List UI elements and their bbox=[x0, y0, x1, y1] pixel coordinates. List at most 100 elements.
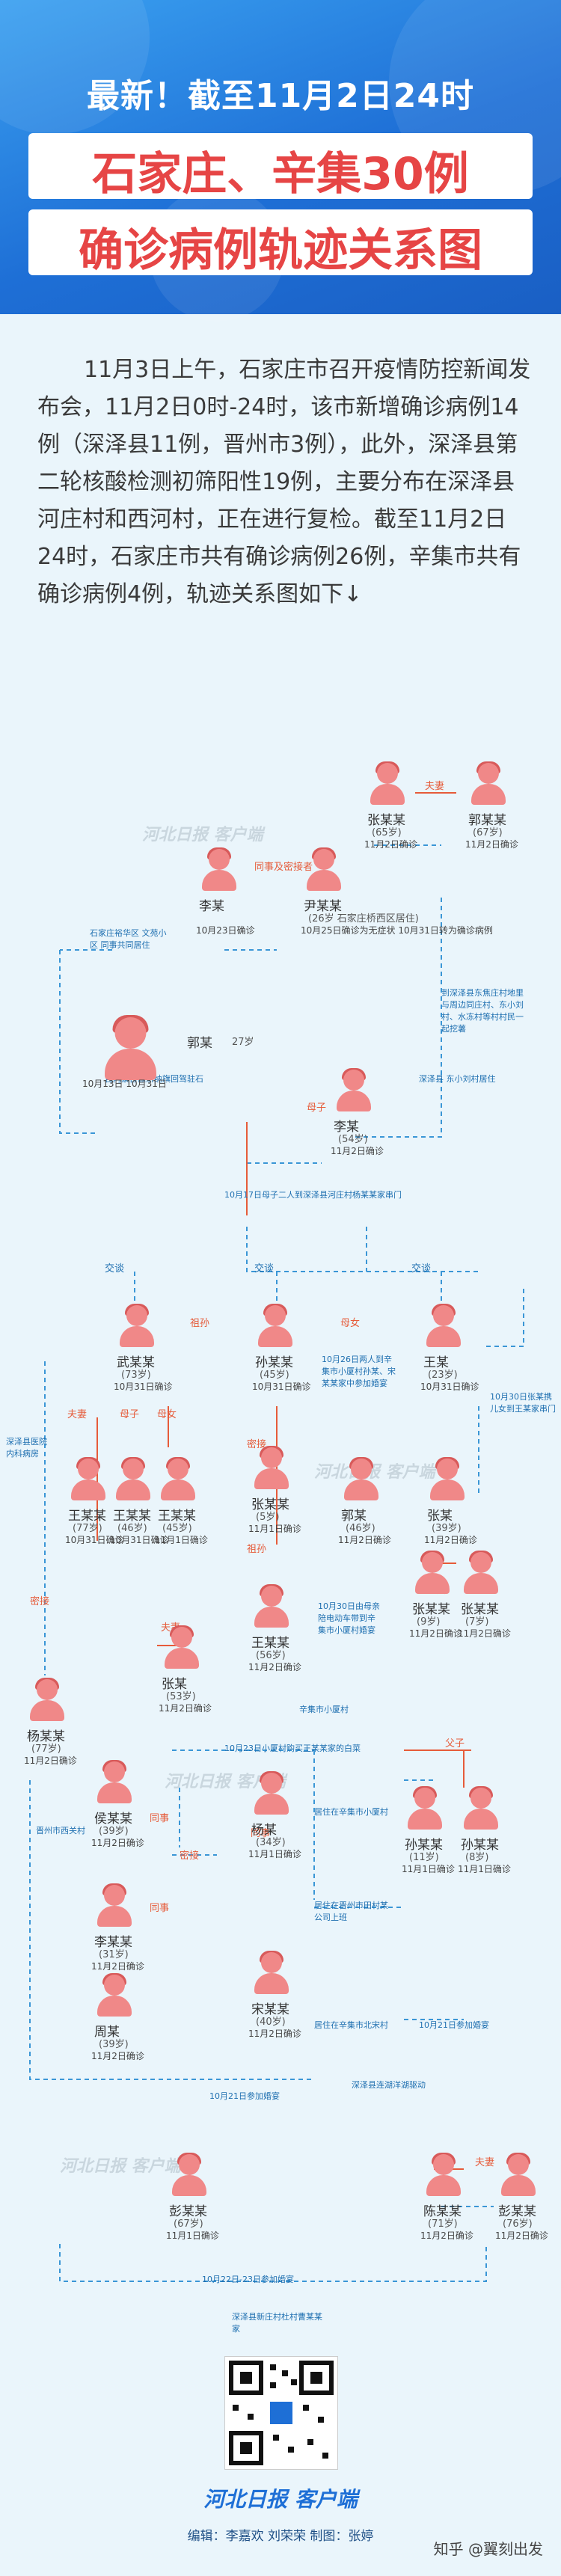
person-icon bbox=[30, 1678, 64, 1721]
header-kicker: 最新！截至11月2日24时 bbox=[86, 77, 475, 115]
relation-contact-1: 交谈 bbox=[105, 1263, 125, 1275]
person-diagnosis-date: 10月13日 10月31日 bbox=[82, 1079, 167, 1089]
title-band-1 bbox=[28, 133, 533, 199]
person-name: 侯某某 bbox=[94, 1812, 132, 1827]
person-diagnosis-date: 11月2日确诊 bbox=[248, 1662, 301, 1672]
person-name: 李某 bbox=[199, 899, 224, 914]
header-banner: 最新！截至11月2日24时 石家庄、辛集30例 确诊病例轨迹关系图 bbox=[0, 0, 561, 322]
person-name: 杨某 bbox=[251, 1823, 277, 1838]
person-icon bbox=[344, 1457, 378, 1500]
relation-mother-son-2: 母子 bbox=[120, 1409, 140, 1420]
person-age: (76岁) bbox=[503, 2218, 533, 2230]
person-name: 王某某 bbox=[251, 1636, 289, 1651]
person-age: (39岁) bbox=[99, 1826, 129, 1837]
person-age: (5岁) bbox=[256, 1512, 280, 1523]
person-icon bbox=[105, 1015, 156, 1080]
relation-coworker-1: 同事 bbox=[150, 1813, 170, 1824]
person-age: (7岁) bbox=[465, 1616, 489, 1628]
person-age: (40岁) bbox=[256, 2017, 286, 2028]
person-diagnosis-date: 11月1日确诊 bbox=[248, 1849, 301, 1859]
person-icon bbox=[471, 761, 506, 805]
note-oct21a: 10月21日参加婚宴 bbox=[419, 2020, 489, 2030]
person-diagnosis-date: 11月1日确诊 bbox=[155, 1535, 208, 1545]
person-age: (53岁) bbox=[166, 1691, 196, 1702]
note-oct17: 10月17日母子二人到深泽县河庄村杨某某家串门 bbox=[224, 1190, 402, 1200]
person-diagnosis-date: 11月2日确诊 bbox=[338, 1535, 391, 1545]
relation-grandma: 祖孙 bbox=[190, 1318, 210, 1329]
relation-mother-daughter-2: 母女 bbox=[157, 1409, 177, 1420]
footer-brand: 河北日报 客户端 bbox=[203, 2487, 358, 2512]
relation-mother-son: 母子 bbox=[307, 1103, 327, 1114]
person-name: 张某 bbox=[427, 1509, 453, 1524]
note-gongzuo: 居住在晋州市田村某公司上班 bbox=[314, 1901, 388, 1922]
person-icon bbox=[254, 1771, 289, 1815]
watermark-1: 河北日报 客户端 bbox=[142, 826, 263, 844]
person-icon bbox=[370, 761, 405, 805]
person-icon bbox=[97, 1760, 132, 1803]
person-icon bbox=[172, 2153, 206, 2196]
person-icon bbox=[116, 1457, 150, 1500]
person-name: 张某某 bbox=[412, 1602, 450, 1617]
person-diagnosis-date: 11月2日确诊 bbox=[495, 2230, 548, 2241]
person-diagnosis-date: 10月31日确诊 bbox=[110, 1535, 169, 1545]
person-name: 李某 bbox=[334, 1120, 359, 1135]
person-name: 张某 bbox=[162, 1677, 187, 1692]
person-name: 陈某某 bbox=[423, 2204, 462, 2219]
relation-mother-daughter: 母女 bbox=[340, 1318, 361, 1329]
person-age: (39岁) bbox=[432, 1523, 462, 1534]
person-age: (56岁) bbox=[256, 1650, 286, 1661]
watermark-4: 河北日报 客户端 bbox=[60, 2157, 181, 2176]
person-age: (23岁) bbox=[428, 1370, 458, 1381]
person-icon bbox=[97, 1973, 132, 2017]
person-diagnosis-date: 11月2日确诊 bbox=[364, 839, 417, 850]
person-diagnosis-date: 11月2日确诊 bbox=[458, 1628, 511, 1639]
person-diagnosis-date: 11月2日确诊 bbox=[248, 2028, 301, 2039]
person-icon bbox=[464, 1786, 498, 1830]
person-icon bbox=[254, 1446, 289, 1489]
relation-contact-2: 交谈 bbox=[254, 1263, 275, 1275]
watermark-2: 河北日报 客户端 bbox=[314, 1463, 435, 1482]
relation-father-son: 父子 bbox=[445, 1738, 465, 1749]
person-diagnosis-date: 11月2日确诊 bbox=[91, 2051, 144, 2061]
person-name: 张某某 bbox=[461, 1602, 499, 1617]
person-age: (45岁) bbox=[162, 1523, 192, 1534]
person-name: 张某某 bbox=[367, 813, 405, 828]
intro-paragraph: 11月3日上午，石家庄市召开疫情防控新闻发布会，11月2日0时-24时，该市新增… bbox=[37, 357, 531, 607]
person-age: (67岁) bbox=[473, 827, 503, 838]
person-diagnosis-date: 11月1日确诊 bbox=[166, 2230, 219, 2241]
person-name: 王某某 bbox=[113, 1509, 151, 1524]
person-diagnosis-date: 11月2日确诊 bbox=[409, 1628, 462, 1639]
person-diagnosis-date: 10月23日确诊 bbox=[196, 925, 255, 936]
person-icon bbox=[464, 1551, 498, 1594]
person-name: 孙某某 bbox=[461, 1838, 499, 1853]
person-age: (9岁) bbox=[417, 1616, 441, 1628]
person-name: 杨某某 bbox=[27, 1729, 65, 1744]
person-age: (31岁) bbox=[99, 1949, 129, 1960]
person-age: (71岁) bbox=[428, 2218, 458, 2230]
note-bei: 居住在辛集市北宋村 bbox=[314, 2020, 388, 2030]
person-name: 郭某 bbox=[187, 1036, 212, 1051]
relation-coworker-2: 同事 bbox=[150, 1903, 170, 1914]
relation-close-2: 密接 bbox=[30, 1596, 50, 1607]
note-oct21b: 10月21日参加婚宴 bbox=[209, 2091, 280, 2101]
person-age: (8岁) bbox=[465, 1852, 489, 1863]
title-line-1: 石家庄、辛集30例 bbox=[92, 148, 469, 200]
relation-close-1: 密接 bbox=[247, 1439, 267, 1450]
person-name: 王某 bbox=[423, 1355, 449, 1370]
person-icon bbox=[258, 1304, 292, 1347]
qr-code-image bbox=[229, 2361, 334, 2465]
qr-code[interactable] bbox=[224, 2356, 338, 2470]
person-name: 王某某 bbox=[158, 1509, 196, 1524]
note-hezhuang: 到深泽县东焦庄村地里与周边同庄村、东小刘村、水冻村等村村民一起挖薯 bbox=[441, 988, 524, 1034]
person-icon bbox=[120, 1304, 154, 1347]
person-age: (46岁) bbox=[117, 1523, 147, 1534]
person-diagnosis-date: 11月2日确诊 bbox=[424, 1535, 477, 1545]
person-diagnosis-date: 11月2日确诊 bbox=[91, 1838, 144, 1848]
person-icon bbox=[254, 1584, 289, 1628]
person-name: 周某 bbox=[94, 2025, 120, 2040]
person-icon bbox=[161, 1457, 195, 1500]
person-name: 彭某某 bbox=[498, 2204, 536, 2219]
person-name: 宋某某 bbox=[251, 2002, 289, 2017]
person-age: (77岁) bbox=[31, 1744, 61, 1755]
relation-spouse-4: 夫妻 bbox=[475, 2157, 495, 2168]
